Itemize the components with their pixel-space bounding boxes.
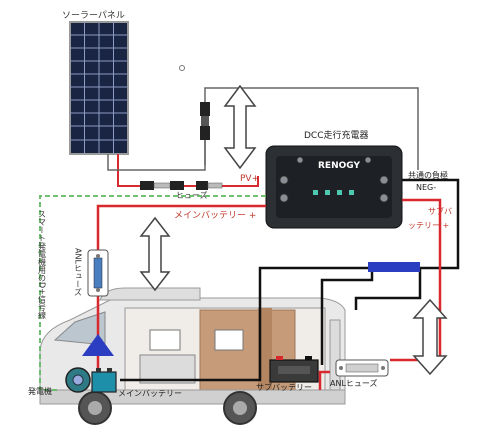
sub-battery-label: サブバッテリー bbox=[256, 382, 312, 392]
alternator-label: 発電機 bbox=[28, 386, 52, 396]
mount-point-icon bbox=[179, 65, 185, 71]
controller-title: DCC走行充電器 bbox=[304, 129, 369, 141]
main-battery-label: メインバッテリー bbox=[118, 389, 182, 398]
sub-battery bbox=[269, 356, 319, 383]
common-negative-label: 共通の負極 bbox=[408, 170, 448, 180]
smart-generator-signal-label: スマート発電機用のD+信号線 bbox=[38, 210, 47, 319]
main-battery bbox=[91, 368, 117, 393]
double-arrow-icon bbox=[412, 298, 448, 376]
dcc-controller bbox=[265, 145, 403, 229]
up-arrow-icon bbox=[82, 334, 114, 356]
anl-fuse-left-label: ANLヒューズ bbox=[74, 248, 83, 296]
anl-fuse-right-label: ANLヒューズ bbox=[330, 378, 378, 388]
d-plus-signal-wire bbox=[39, 195, 266, 391]
fuse-label: ヒューズ bbox=[176, 190, 208, 200]
brand-logo: RENOGY bbox=[318, 161, 360, 171]
pv-inline-fuse bbox=[140, 181, 223, 190]
double-arrow-icon bbox=[139, 216, 171, 292]
solar-panel-label: ソーラーパネル bbox=[62, 10, 125, 21]
rv-vehicle bbox=[39, 287, 346, 425]
double-arrow-icon bbox=[223, 84, 257, 170]
alternator bbox=[65, 367, 91, 393]
anl-fuse-right bbox=[335, 359, 389, 377]
anl-fuse-left bbox=[87, 249, 109, 297]
mc4-connector bbox=[200, 102, 210, 140]
pv-plus-label: PV+ bbox=[240, 174, 259, 184]
common-negative-sub: NEG- bbox=[416, 183, 436, 192]
solar-panel bbox=[69, 21, 129, 155]
main-battery-plus-label: メインバッテリー + bbox=[174, 210, 256, 221]
negative-bus-bar bbox=[368, 262, 420, 272]
sub-battery-plus-sub: ッテリー + bbox=[408, 221, 449, 230]
negative-wires bbox=[120, 178, 460, 382]
